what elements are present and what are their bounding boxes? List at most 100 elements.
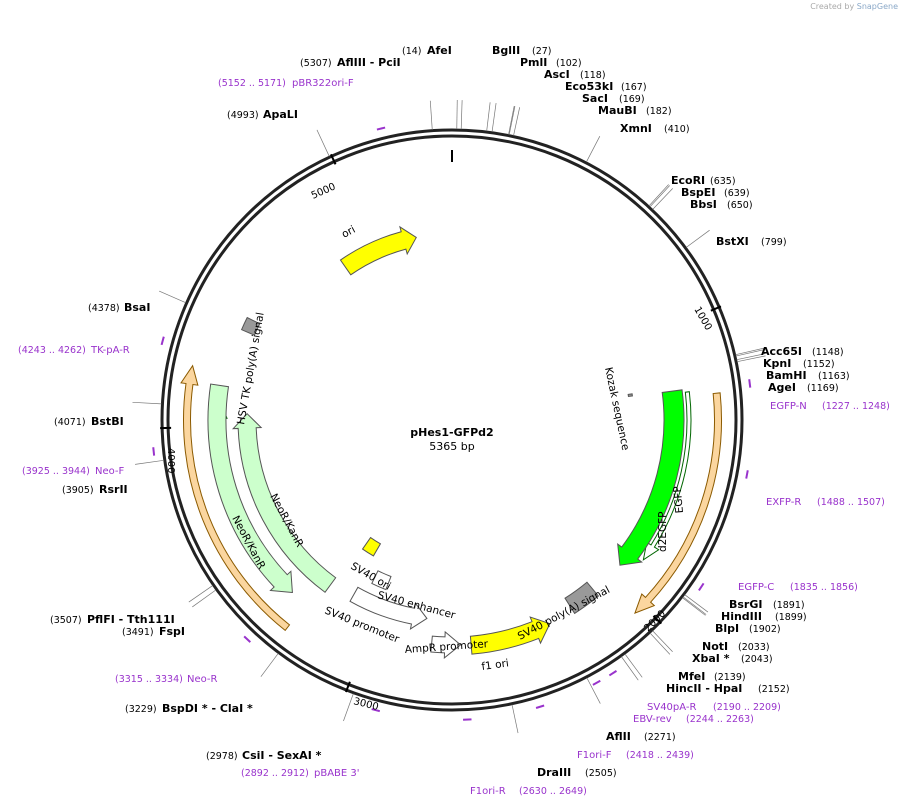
site-pos: (2043) — [741, 654, 773, 665]
site-leader — [624, 653, 643, 678]
site-name: EcoRI — [671, 174, 705, 187]
site-labels: (14) AfeI BglII (27) PmlI (102) AscI (11… — [50, 44, 850, 779]
site-pos: (3507) — [50, 615, 82, 626]
site-name: BbsI — [690, 198, 717, 211]
primer-mark — [371, 708, 381, 713]
primer-pos: (2630 .. 2649) — [519, 786, 587, 797]
site-pos: (1899) — [775, 612, 807, 623]
site-leader — [649, 632, 671, 655]
primer-name: pBR322ori-F — [292, 78, 354, 89]
site-pos: (182) — [646, 106, 672, 117]
primer-marks — [152, 126, 752, 721]
site-pos: (799) — [761, 237, 787, 248]
primer-mark — [748, 379, 752, 388]
site-pos: (2271) — [644, 732, 676, 743]
primer-mark — [160, 336, 165, 346]
site-leader — [586, 677, 601, 704]
site-name: DraIII — [537, 766, 571, 779]
site-leader — [652, 630, 673, 653]
site-leader — [429, 100, 433, 130]
site-name: BglII — [492, 44, 520, 57]
site-name: BlpI — [715, 622, 739, 635]
site-pos: (167) — [621, 82, 647, 93]
site-name: NotI — [702, 640, 728, 653]
primer-name: pBABE 3' — [314, 768, 360, 779]
primer-mark — [535, 704, 545, 709]
site-pos: (3905) — [62, 485, 94, 496]
site-pos: (4993) — [227, 110, 259, 121]
site-leader — [159, 290, 186, 304]
site-name: AflII — [606, 730, 631, 743]
site-name: Eco53kI — [565, 80, 613, 93]
site-pos: (14) — [402, 46, 422, 57]
primer-mark — [243, 635, 252, 643]
site-leader — [737, 355, 766, 363]
primer-name: TK-pA-R — [90, 345, 130, 356]
primer-name: F1ori-F — [577, 750, 612, 761]
orf-arc-egfp — [634, 392, 722, 614]
site-leader — [486, 102, 491, 132]
site-pos: (118) — [580, 70, 606, 81]
primer-pos: (4243 .. 4262) — [18, 345, 86, 356]
site-pos: (639) — [724, 188, 750, 199]
site-name: HindIII — [721, 610, 762, 623]
site-name: BamHI — [766, 369, 807, 382]
tick-label-2000: 2000 — [642, 608, 668, 634]
site-pos: (102) — [556, 58, 582, 69]
site-name: KpnI — [763, 357, 791, 370]
site-pos: (169) — [619, 94, 645, 105]
label-sv40-polya: SV40 poly(A) signal — [516, 584, 612, 643]
backbone-outer — [160, 128, 744, 712]
site-pos: (5307) — [300, 58, 332, 69]
site-pos: (410) — [664, 124, 690, 135]
site-pos: (1152) — [803, 359, 835, 370]
primer-name: EBV-rev — [633, 714, 672, 725]
site-name: BspEI — [681, 186, 715, 199]
label-f1-ori: f1 ori — [481, 657, 510, 673]
feature-egfp — [617, 389, 685, 566]
site-leaders — [132, 100, 766, 734]
primer-pos: (2190 .. 2209) — [713, 702, 781, 713]
feature-neor-kanr — [231, 412, 337, 593]
site-leader — [735, 349, 765, 357]
site-name: PflFI - Tth111I — [87, 613, 175, 626]
primer-mark — [376, 126, 386, 131]
ruler-ticks — [160, 153, 722, 693]
site-pos: (1902) — [749, 624, 781, 635]
credit-brand: SnapGene — [856, 2, 898, 11]
site-leader — [491, 103, 497, 132]
site-leader — [586, 136, 601, 163]
site-pos: (2978) — [206, 751, 238, 762]
primer-pos: (2892 .. 2912) — [241, 768, 309, 779]
primer-name: SV40pA-R — [647, 702, 696, 713]
primer-mark — [608, 670, 618, 677]
ruler-tick-2000 — [652, 615, 663, 625]
site-leader — [736, 353, 766, 361]
site-leader — [343, 693, 354, 722]
site-pos: (27) — [532, 46, 552, 57]
primer-pos: (2244 .. 2263) — [686, 714, 754, 725]
site-leader — [135, 459, 164, 465]
site-pos: (1148) — [812, 347, 844, 358]
site-pos: (635) — [710, 176, 736, 187]
site-pos: (1169) — [807, 383, 839, 394]
site-leader — [682, 597, 706, 616]
primer-pos: (1835 .. 1856) — [790, 582, 858, 593]
feature-sv40-promoter — [349, 586, 428, 630]
label-d2egfp: d2EGFP — [657, 512, 669, 553]
site-pos: (1163) — [818, 371, 850, 382]
primer-name: EGFP-N — [770, 401, 807, 412]
site-pos: (650) — [727, 200, 753, 211]
site-name: BspDI * - ClaI * — [162, 702, 253, 715]
site-name: Acc65I — [761, 345, 802, 358]
primer-pos: (5152 .. 5171) — [218, 78, 286, 89]
primer-name: F1ori-R — [470, 786, 506, 797]
orf-arc-d2egfp-inner — [642, 391, 692, 561]
site-leader — [513, 107, 521, 136]
primer-pos: (1488 .. 1507) — [817, 497, 885, 508]
label-hsv-tk: HSV TK poly(A) signal — [235, 311, 267, 425]
ruler-tick-5000 — [330, 153, 337, 165]
site-name: ApaLI — [263, 108, 298, 121]
feature-hsv-tk-poly-a-signal — [240, 316, 261, 336]
